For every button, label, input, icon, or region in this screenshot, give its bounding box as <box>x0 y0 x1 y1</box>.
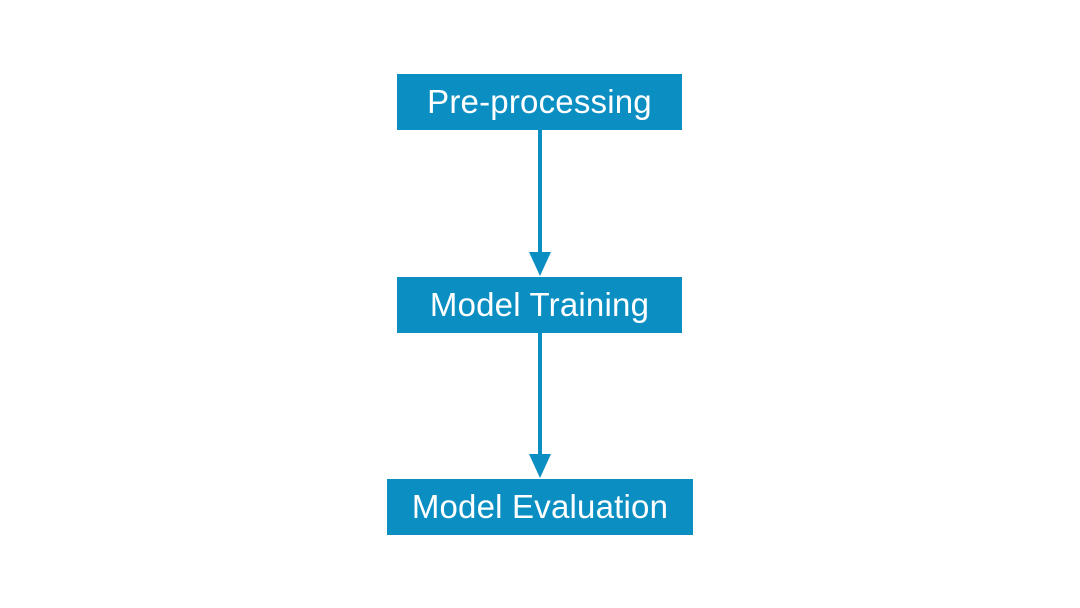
arrow-training-to-evaluation <box>529 333 551 478</box>
step-label: Model Evaluation <box>411 488 669 525</box>
step-label: Model Training <box>429 286 650 323</box>
arrow-head-down-icon <box>529 454 551 478</box>
step-label: Pre-processing <box>427 83 652 120</box>
arrow-head-down-icon <box>529 252 551 276</box>
step-preprocessing-box: Pre-processing <box>397 74 682 130</box>
step-model-evaluation-box: Model Evaluation <box>387 479 693 535</box>
arrow-preprocessing-to-training <box>529 130 551 276</box>
step-model-training-box: Model Training <box>397 277 682 333</box>
